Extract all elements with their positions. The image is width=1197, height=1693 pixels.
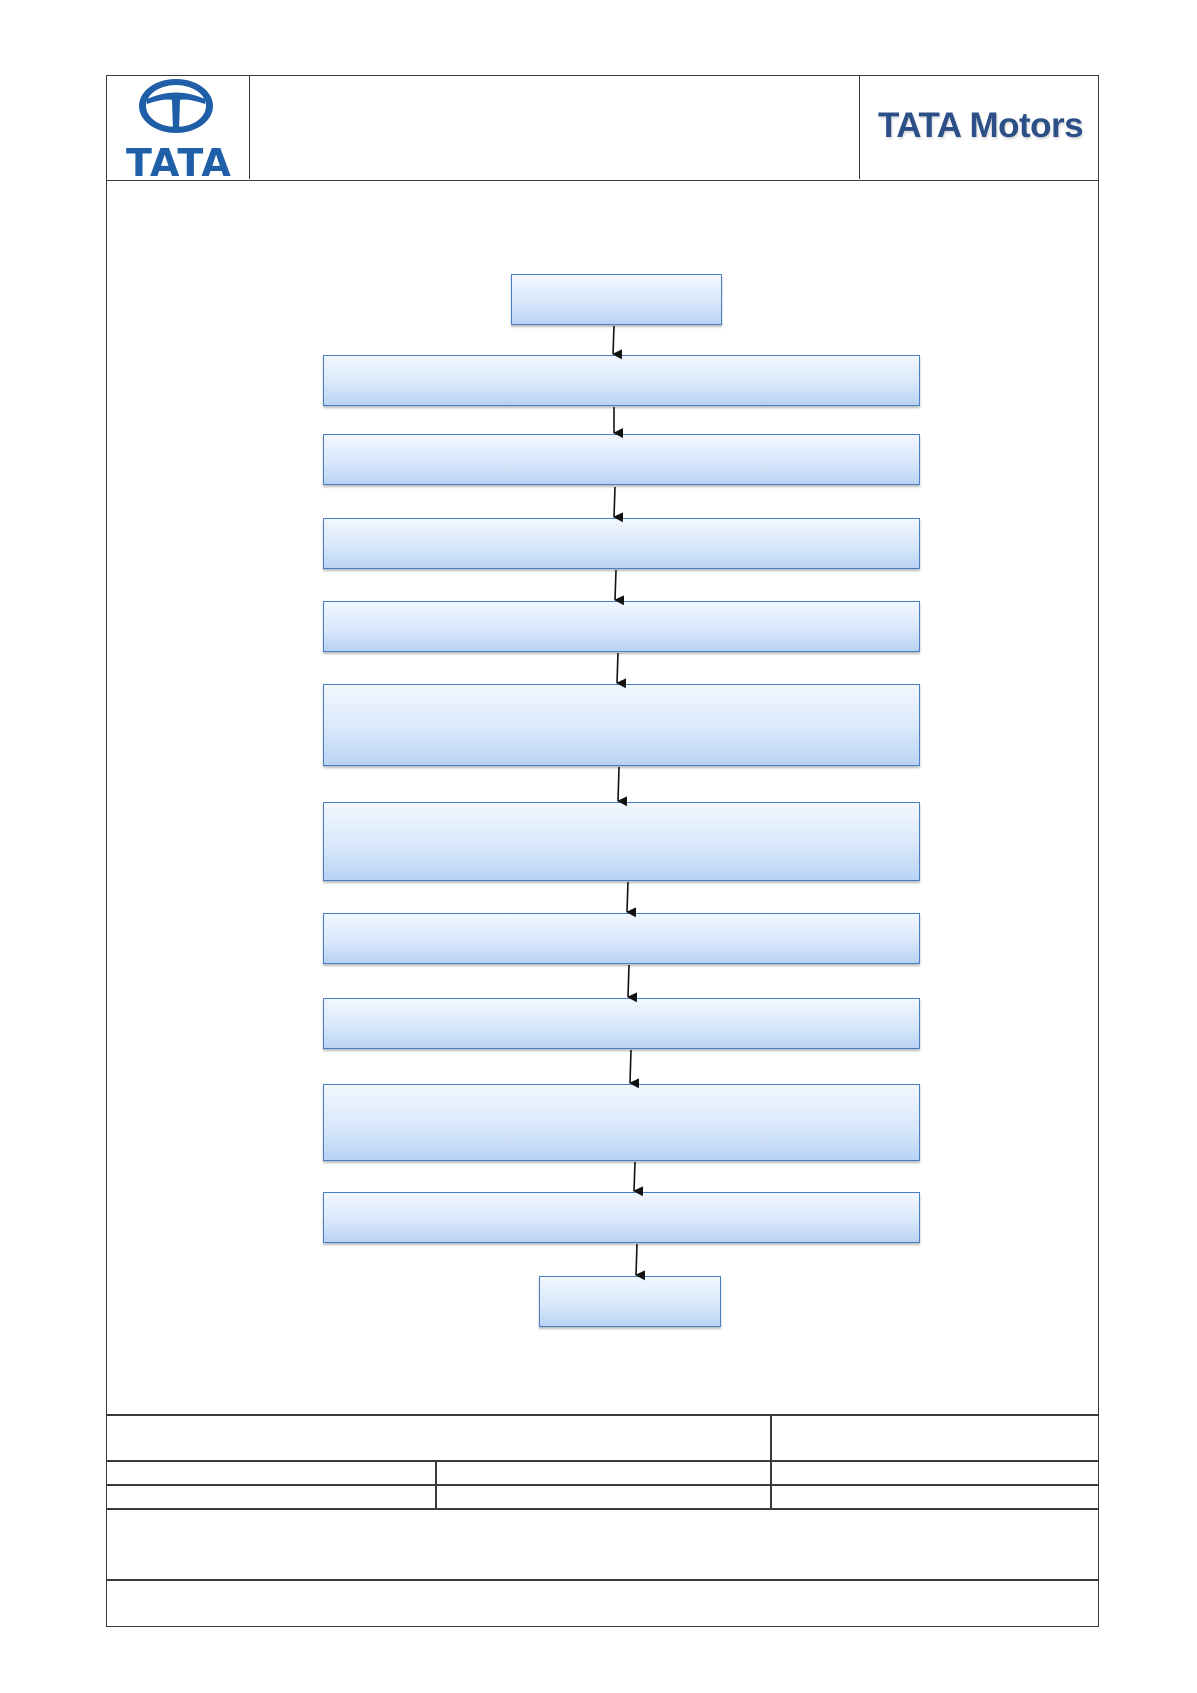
flow-arrow	[613, 486, 624, 523]
tata-logo: TATA	[107, 76, 250, 185]
flow-step	[323, 1084, 920, 1161]
footer-rule	[107, 1414, 1098, 1416]
flow-arrow	[614, 569, 625, 606]
flow-step	[323, 684, 920, 766]
flow-step	[323, 434, 920, 485]
brand-cell: TATA Motors	[859, 76, 1099, 179]
flow-arrow	[612, 325, 623, 360]
flow-arrows	[612, 325, 646, 1281]
footer-rule	[107, 1460, 1098, 1462]
flow-step	[323, 518, 920, 569]
tata-emblem-icon	[139, 79, 213, 133]
flow-arrow	[626, 881, 637, 918]
flow-step-end	[539, 1276, 721, 1327]
flow-arrow	[635, 1243, 646, 1281]
flow-step	[323, 601, 920, 652]
flow-arrow	[633, 1161, 644, 1197]
flow-step	[323, 1192, 920, 1243]
document-header: TATA TATA Motors	[107, 76, 1099, 185]
footer-divider	[435, 1460, 437, 1508]
footer-rule	[107, 1579, 1098, 1581]
flow-step	[323, 802, 920, 881]
flow-arrow	[617, 766, 628, 807]
footer-rule	[107, 1508, 1098, 1510]
flow-arrow	[616, 652, 627, 689]
brand-name: TATA Motors	[878, 106, 1084, 145]
document-frame: TATA TATA Motors	[106, 75, 1099, 1627]
footer-rule	[107, 1484, 1098, 1486]
flow-arrow	[629, 1049, 640, 1089]
logo-wordmark: TATA	[126, 141, 232, 185]
footer-divider	[770, 1414, 772, 1508]
flow-step	[323, 913, 920, 964]
flow-step-start	[511, 274, 722, 325]
flow-arrow	[627, 964, 638, 1003]
flow-step	[323, 998, 920, 1049]
